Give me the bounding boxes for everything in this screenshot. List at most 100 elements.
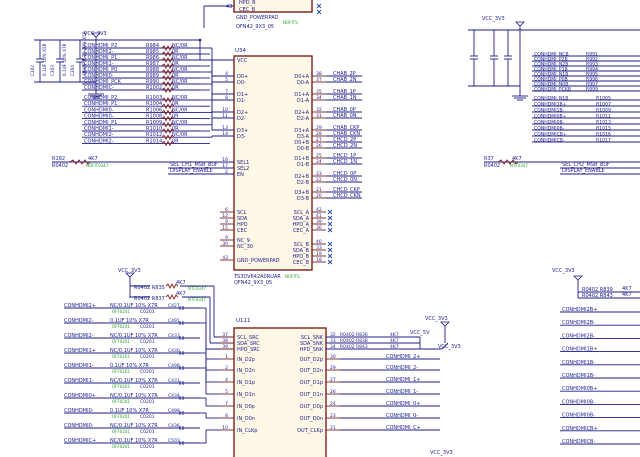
cap-input-nofit: OFF0201: [112, 339, 130, 344]
cap-input-value: NC/0.1UF 10% X7R: [110, 348, 158, 354]
u34-right-pin-name: D3-A: [297, 134, 310, 140]
u111-left-pin-num: 8: [225, 413, 228, 419]
u34-right-pin-num: 42: [316, 207, 322, 213]
u34-right-pin-name: CEC_A: [293, 228, 310, 234]
u34-left-pin-name: NC_9: [237, 238, 250, 244]
u34-left-pin-num: 2: [225, 169, 228, 175]
input-res-ref: R1003: [146, 95, 162, 101]
top-pin-hpd-b: HPD_B: [239, 0, 256, 6]
no-connect-mark: [327, 259, 333, 265]
right-decoupling-cap: [504, 30, 512, 86]
u34-right-pin-name: D1+B: [294, 156, 309, 162]
u111-right-pin-num: 33: [330, 338, 336, 344]
input-net-label: CONHDMI0-: [84, 107, 114, 113]
input-net-label: CONHDMI1-: [84, 61, 114, 67]
right-mid-res: R1009: [596, 108, 611, 114]
right-vcc-label: VCC_3V3: [482, 16, 505, 22]
cap-input-nofit: OFF0201: [112, 414, 130, 419]
right-res-ref: R995: [586, 72, 598, 78]
right-pullup-vcc: VCC_3V3: [552, 268, 575, 274]
u111-left-pin-name: SDA_SRC: [237, 341, 260, 347]
u34-net-label: CHCD_2P: [333, 137, 356, 143]
u34-right-pin-num: 29: [316, 125, 322, 131]
right-r37-nofit: NTF0347: [510, 163, 528, 168]
right-r37: R37: [484, 156, 494, 162]
input-res-ref: R1014: [146, 138, 162, 144]
input-res-value: 0R: [172, 85, 179, 91]
right-mid-res: R1011: [596, 114, 611, 120]
right-net-label: CONHDMI_PCKB: [534, 87, 571, 93]
cap-input-pkg: C0201: [140, 369, 155, 375]
u111-left-pin-num: 10: [222, 425, 228, 431]
input-net-label: CONHDMI2-: [84, 132, 114, 138]
right-cap-net: CONHDMI2B-: [562, 320, 595, 326]
sel-net: SEL_CH1_MSB_BUF: [170, 162, 218, 168]
u34-net-label: CHCD_1P: [333, 153, 356, 159]
u111-right-pin-name: SDA_SNK: [300, 341, 324, 347]
u34-right-pin-num: 26: [316, 143, 322, 149]
u111-right-pin-name: OUT_D1p: [300, 380, 323, 386]
snk-res-1: R0402 R836: [340, 332, 368, 338]
u34-left-pin-name: SEL1: [237, 160, 249, 166]
u111-right-pin-num: 32: [330, 332, 336, 338]
right-net-label: CONHDMI_NCB: [534, 52, 569, 58]
pullup-val-2: 4K7: [176, 291, 186, 297]
snk-vcc5: VCC_5V: [410, 330, 430, 336]
cap-input-pkg: C0201: [140, 384, 155, 390]
right-en-net: DISPLAY_ENABLE: [562, 168, 605, 174]
u111-right-pin-num: 29: [330, 365, 336, 371]
input-resistor: [161, 74, 175, 82]
u111-left-pin-name: IN_D2n: [237, 368, 255, 374]
cap-input-net: CONHDMI0-: [64, 408, 94, 414]
sel-res-ref: R192: [52, 156, 65, 162]
decoupling-cap: [76, 40, 84, 82]
u34-left-pin-num: 9: [225, 235, 228, 241]
cap-input-value: 0.1UF 10% X7R: [110, 408, 149, 414]
cap-input-value: NC/0.1UF 10% X7R: [110, 378, 158, 384]
right-res-ref: R994: [586, 67, 598, 73]
u34-right-pin-name: CEC_B: [293, 260, 310, 266]
u34-right-pin-num: 19: [316, 251, 322, 257]
no-connect-mark: [327, 253, 333, 259]
input-resistor: [161, 56, 175, 64]
u111-right-pin-name: OUT_CLKp: [297, 428, 323, 434]
u34-right-pin-name: D2-B: [297, 180, 310, 186]
right-cap-net: CONHDMICB+: [562, 426, 598, 432]
right-mid-res: R1007: [596, 102, 611, 108]
u34-left-pin-num: 11: [222, 113, 228, 119]
snk-top-vcc: VCC_3V3: [425, 316, 448, 322]
u34-left-pin-num: 14: [222, 131, 228, 137]
u111-left-pin-num: 39: [222, 344, 228, 350]
u34-left-pin-name: D3-: [237, 134, 246, 140]
u111-left-pin-num: 7: [225, 401, 228, 407]
u34-net-label: CHCD_CKN: [333, 193, 361, 199]
u34-right-pin-num: 32: [316, 107, 322, 113]
cap-input-net: CONHDMI0-: [64, 423, 94, 429]
input-resistor: [161, 127, 175, 135]
u111-right-pin-name: OUT_D2n: [300, 368, 323, 374]
right-decoupling-caps: [470, 30, 512, 86]
cap-input-pkg: C0201: [140, 429, 155, 435]
input-res-value: NC/0R: [172, 107, 188, 113]
input-res-ref: R1006: [146, 107, 162, 113]
right-res-ref: R999: [586, 87, 598, 93]
cap-input-pkg: C0201: [140, 444, 155, 450]
u111-left-pin-num: 5: [225, 389, 228, 395]
cap-input-net: CONHDMI2-: [64, 333, 94, 339]
u34-right-pin-num: 37: [316, 77, 322, 83]
u34-net-label: CHCD_0N: [333, 177, 357, 183]
u34-nofit: NOFITS: [285, 274, 300, 279]
cap-input-net: CONHDMI2-: [64, 318, 94, 324]
u111-left-pin-name: IN_D1p: [237, 380, 255, 386]
right-r37-val: 4K7: [512, 156, 522, 162]
right-mid-res: R1005: [596, 96, 611, 102]
u34-left-pin-name: D2-: [237, 116, 246, 122]
right-net-label: CONHDMI_N2B: [534, 62, 568, 68]
input-res-ref: R1008: [146, 114, 162, 120]
input-res-ref: R985: [146, 49, 159, 55]
right-mid-res: R1016: [596, 132, 611, 138]
u111-right-pin-num: 21: [330, 425, 336, 431]
u111-left-pin-num: 4: [225, 377, 228, 383]
